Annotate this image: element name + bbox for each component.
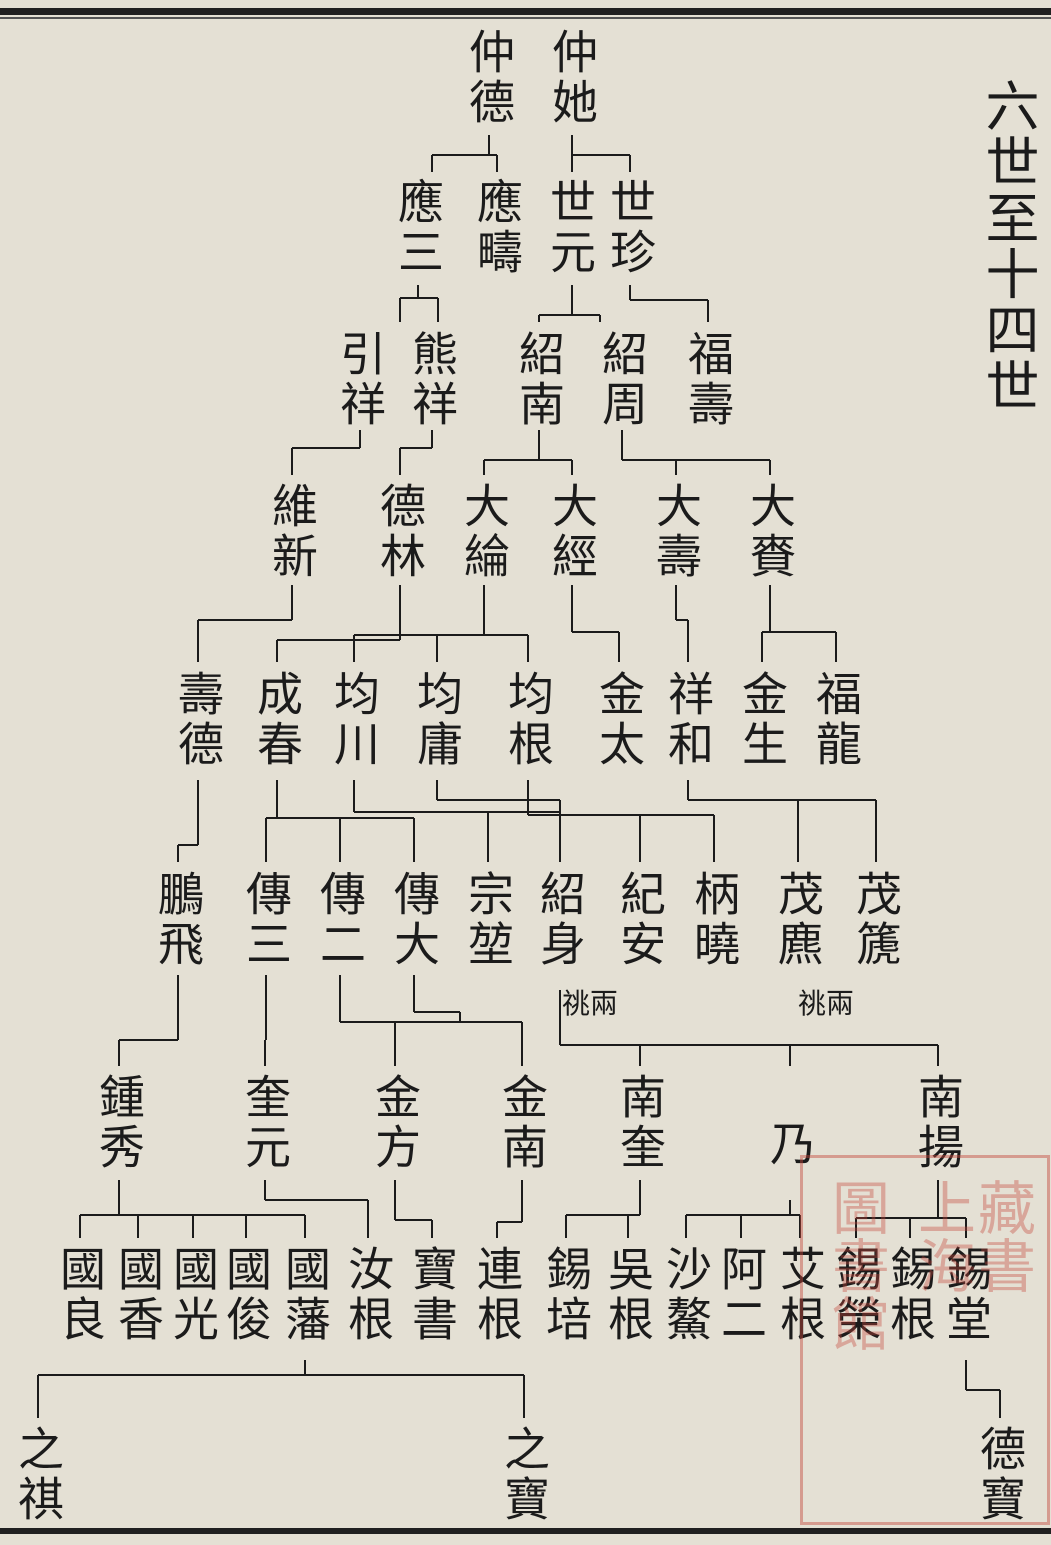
person-name: 國光 (166, 1245, 220, 1345)
person-name: 大綸 (457, 482, 511, 582)
person-name: 成春 (250, 670, 304, 770)
person-name: 引祥 (333, 330, 387, 430)
person-name: 均庸 (410, 670, 464, 770)
person-name: 應疇 (470, 178, 524, 278)
person-name: 金南 (495, 1073, 549, 1173)
person-name: 茂篪 (849, 870, 903, 970)
person-name: 大經 (545, 482, 599, 582)
person-name: 連根 (470, 1245, 524, 1345)
person-name: 大壽 (649, 482, 703, 582)
red-seal-stamp: 圖書館 上海 藏書 (800, 1155, 1050, 1525)
person-name: 國良 (53, 1245, 107, 1345)
person-name: 錫榮 (829, 1245, 883, 1345)
person-name: 應三 (391, 178, 445, 278)
person-name: 紹周 (595, 330, 649, 430)
person-name: 艾根 (773, 1245, 827, 1345)
person-name: 傳二 (313, 870, 367, 970)
person-name: 金太 (592, 670, 646, 770)
person-name: 寶書 (405, 1245, 459, 1345)
person-name: 金生 (735, 670, 789, 770)
top-border-thin-rule (0, 17, 1051, 19)
person-name: 錫堂 (939, 1245, 993, 1345)
person-name: 紹南 (512, 330, 566, 430)
person-name: 紹身 (533, 870, 587, 970)
person-name: 乃 (763, 1120, 817, 1170)
person-name: 之寶 (497, 1425, 551, 1525)
person-name: 世珍 (603, 178, 657, 278)
person-name: 南奎 (613, 1073, 667, 1173)
person-name: 傳大 (387, 870, 441, 970)
person-name: 宗堃 (461, 870, 515, 970)
person-name: 柄曉 (687, 870, 741, 970)
person-name: 奎元 (238, 1073, 292, 1173)
person-name: 均川 (327, 670, 381, 770)
person-name: 世元 (543, 178, 597, 278)
person-name: 壽德 (171, 670, 225, 770)
person-name: 仲她 (545, 28, 599, 128)
person-name: 德寶 (973, 1425, 1027, 1525)
person-name: 南揚 (911, 1073, 965, 1173)
person-name: 國香 (111, 1245, 165, 1345)
person-name: 錫培 (539, 1245, 593, 1345)
person-name: 傳三 (239, 870, 293, 970)
person-name: 國藩 (278, 1245, 332, 1345)
person-name: 紀安 (613, 870, 667, 970)
top-border-rule (0, 8, 1051, 15)
person-name: 沙鰲 (659, 1245, 713, 1345)
person-name: 鵬飛 (151, 870, 205, 970)
person-name: 德林 (373, 482, 427, 582)
person-name: 阿二 (714, 1245, 768, 1345)
person-name: 吳根 (601, 1245, 655, 1345)
person-name: 大賚 (743, 482, 797, 582)
person-name: 福壽 (681, 330, 735, 430)
page-title: 六世至十四世 (976, 78, 1039, 414)
person-name: 均根 (501, 670, 555, 770)
person-name: 金方 (368, 1073, 422, 1173)
person-name: 茂麃 (771, 870, 825, 970)
annotation-note: 祧兩 (798, 987, 855, 1020)
person-name: 鍾秀 (92, 1073, 146, 1173)
annotation-note: 祧兩 (562, 987, 619, 1020)
person-name: 汝根 (341, 1245, 395, 1345)
person-name: 祥和 (661, 670, 715, 770)
person-name: 熊祥 (405, 330, 459, 430)
person-name: 福龍 (809, 670, 863, 770)
person-name: 維新 (265, 482, 319, 582)
person-name: 之祺 (11, 1425, 65, 1525)
person-name: 錫根 (883, 1245, 937, 1345)
person-name: 仲德 (462, 28, 516, 128)
person-name: 國俊 (219, 1245, 273, 1345)
bottom-border-rule (0, 1528, 1051, 1534)
